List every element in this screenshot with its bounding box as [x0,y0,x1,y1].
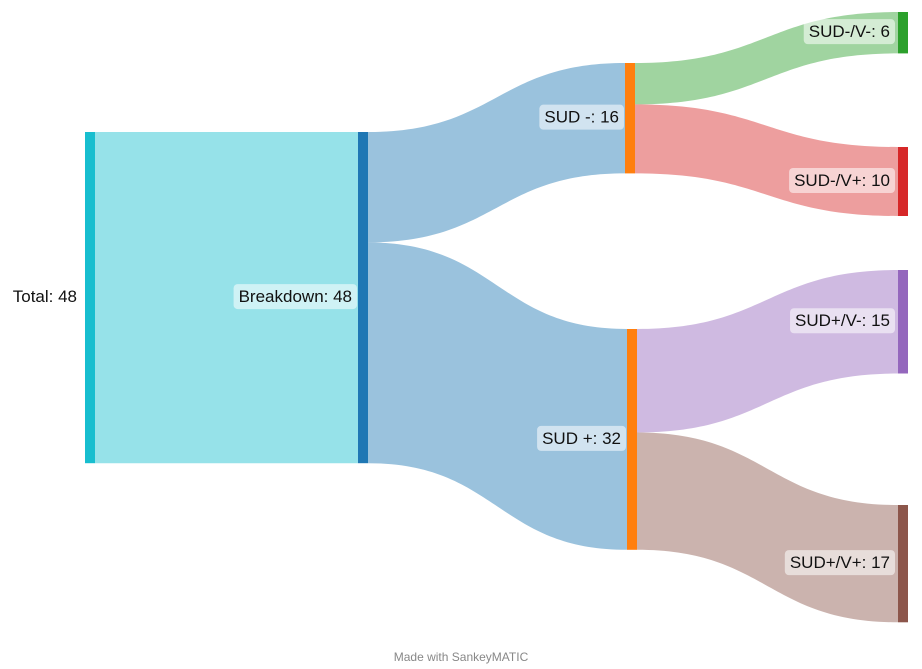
node-total [85,132,95,464]
node-sud_neg [625,63,635,174]
label-sud_neg_v_neg: SUD-/V-: 6 [803,19,895,45]
node-sud_pos_v_pos [898,505,908,623]
label-sud_pos_v_neg: SUD+/V-: 15 [790,308,895,334]
sankey-nodes [85,12,908,623]
label-text-sud_neg_v_pos: SUD-/V+: 10 [794,171,890,190]
label-bg-sud_pos [537,425,626,451]
flow-sud_neg-to-sud_neg_v_pos [635,104,898,216]
label-sud_pos: SUD +: 32 [537,425,626,451]
label-total: Total: 48 [13,287,77,306]
credit-footer: Made with SankeyMATIC [393,650,529,664]
label-text-sud_pos: SUD +: 32 [542,429,621,448]
node-breakdown [358,132,368,464]
sankey-labels: Total: 48 Breakdown: 48 SUD -: 16 SUD +: 32… [13,19,895,576]
node-sud_neg_v_neg [898,12,908,54]
label-sud_neg: SUD -: 16 [539,104,624,130]
label-bg-breakdown [233,284,357,310]
label-text-sud_pos_v_pos: SUD+/V+: 17 [790,553,890,572]
label-text-total: Total: 48 [13,287,77,306]
node-sud_pos_v_neg [898,270,908,374]
label-sud_neg_v_pos: SUD-/V+: 10 [789,167,895,193]
flow-sud_pos-to-sud_pos_v_neg [637,270,898,433]
label-sud_pos_v_pos: SUD+/V+: 17 [784,550,895,576]
label-text-sud_neg: SUD -: 16 [544,108,619,127]
label-text-breakdown: Breakdown: 48 [239,287,352,306]
flow-sud_pos-to-sud_pos_v_pos [637,432,898,623]
label-text-sud_neg_v_neg: SUD-/V-: 6 [809,22,890,41]
node-sud_neg_v_pos [898,147,908,216]
label-bg-sud_neg [539,104,624,130]
flow-total-to-breakdown [95,132,358,464]
label-bg-sud_neg_v_neg [803,19,895,45]
flow-breakdown-to-sud_pos [368,242,627,550]
label-bg-sud_neg_v_pos [789,167,895,193]
label-bg-sud_pos_v_neg [790,308,895,334]
flow-breakdown-to-sud_neg [368,63,625,243]
label-breakdown: Breakdown: 48 [233,284,357,310]
sankey-flows [95,12,898,623]
node-sud_pos [627,329,637,550]
label-bg-sud_pos_v_pos [784,550,895,576]
label-text-sud_pos_v_neg: SUD+/V-: 15 [795,311,890,330]
